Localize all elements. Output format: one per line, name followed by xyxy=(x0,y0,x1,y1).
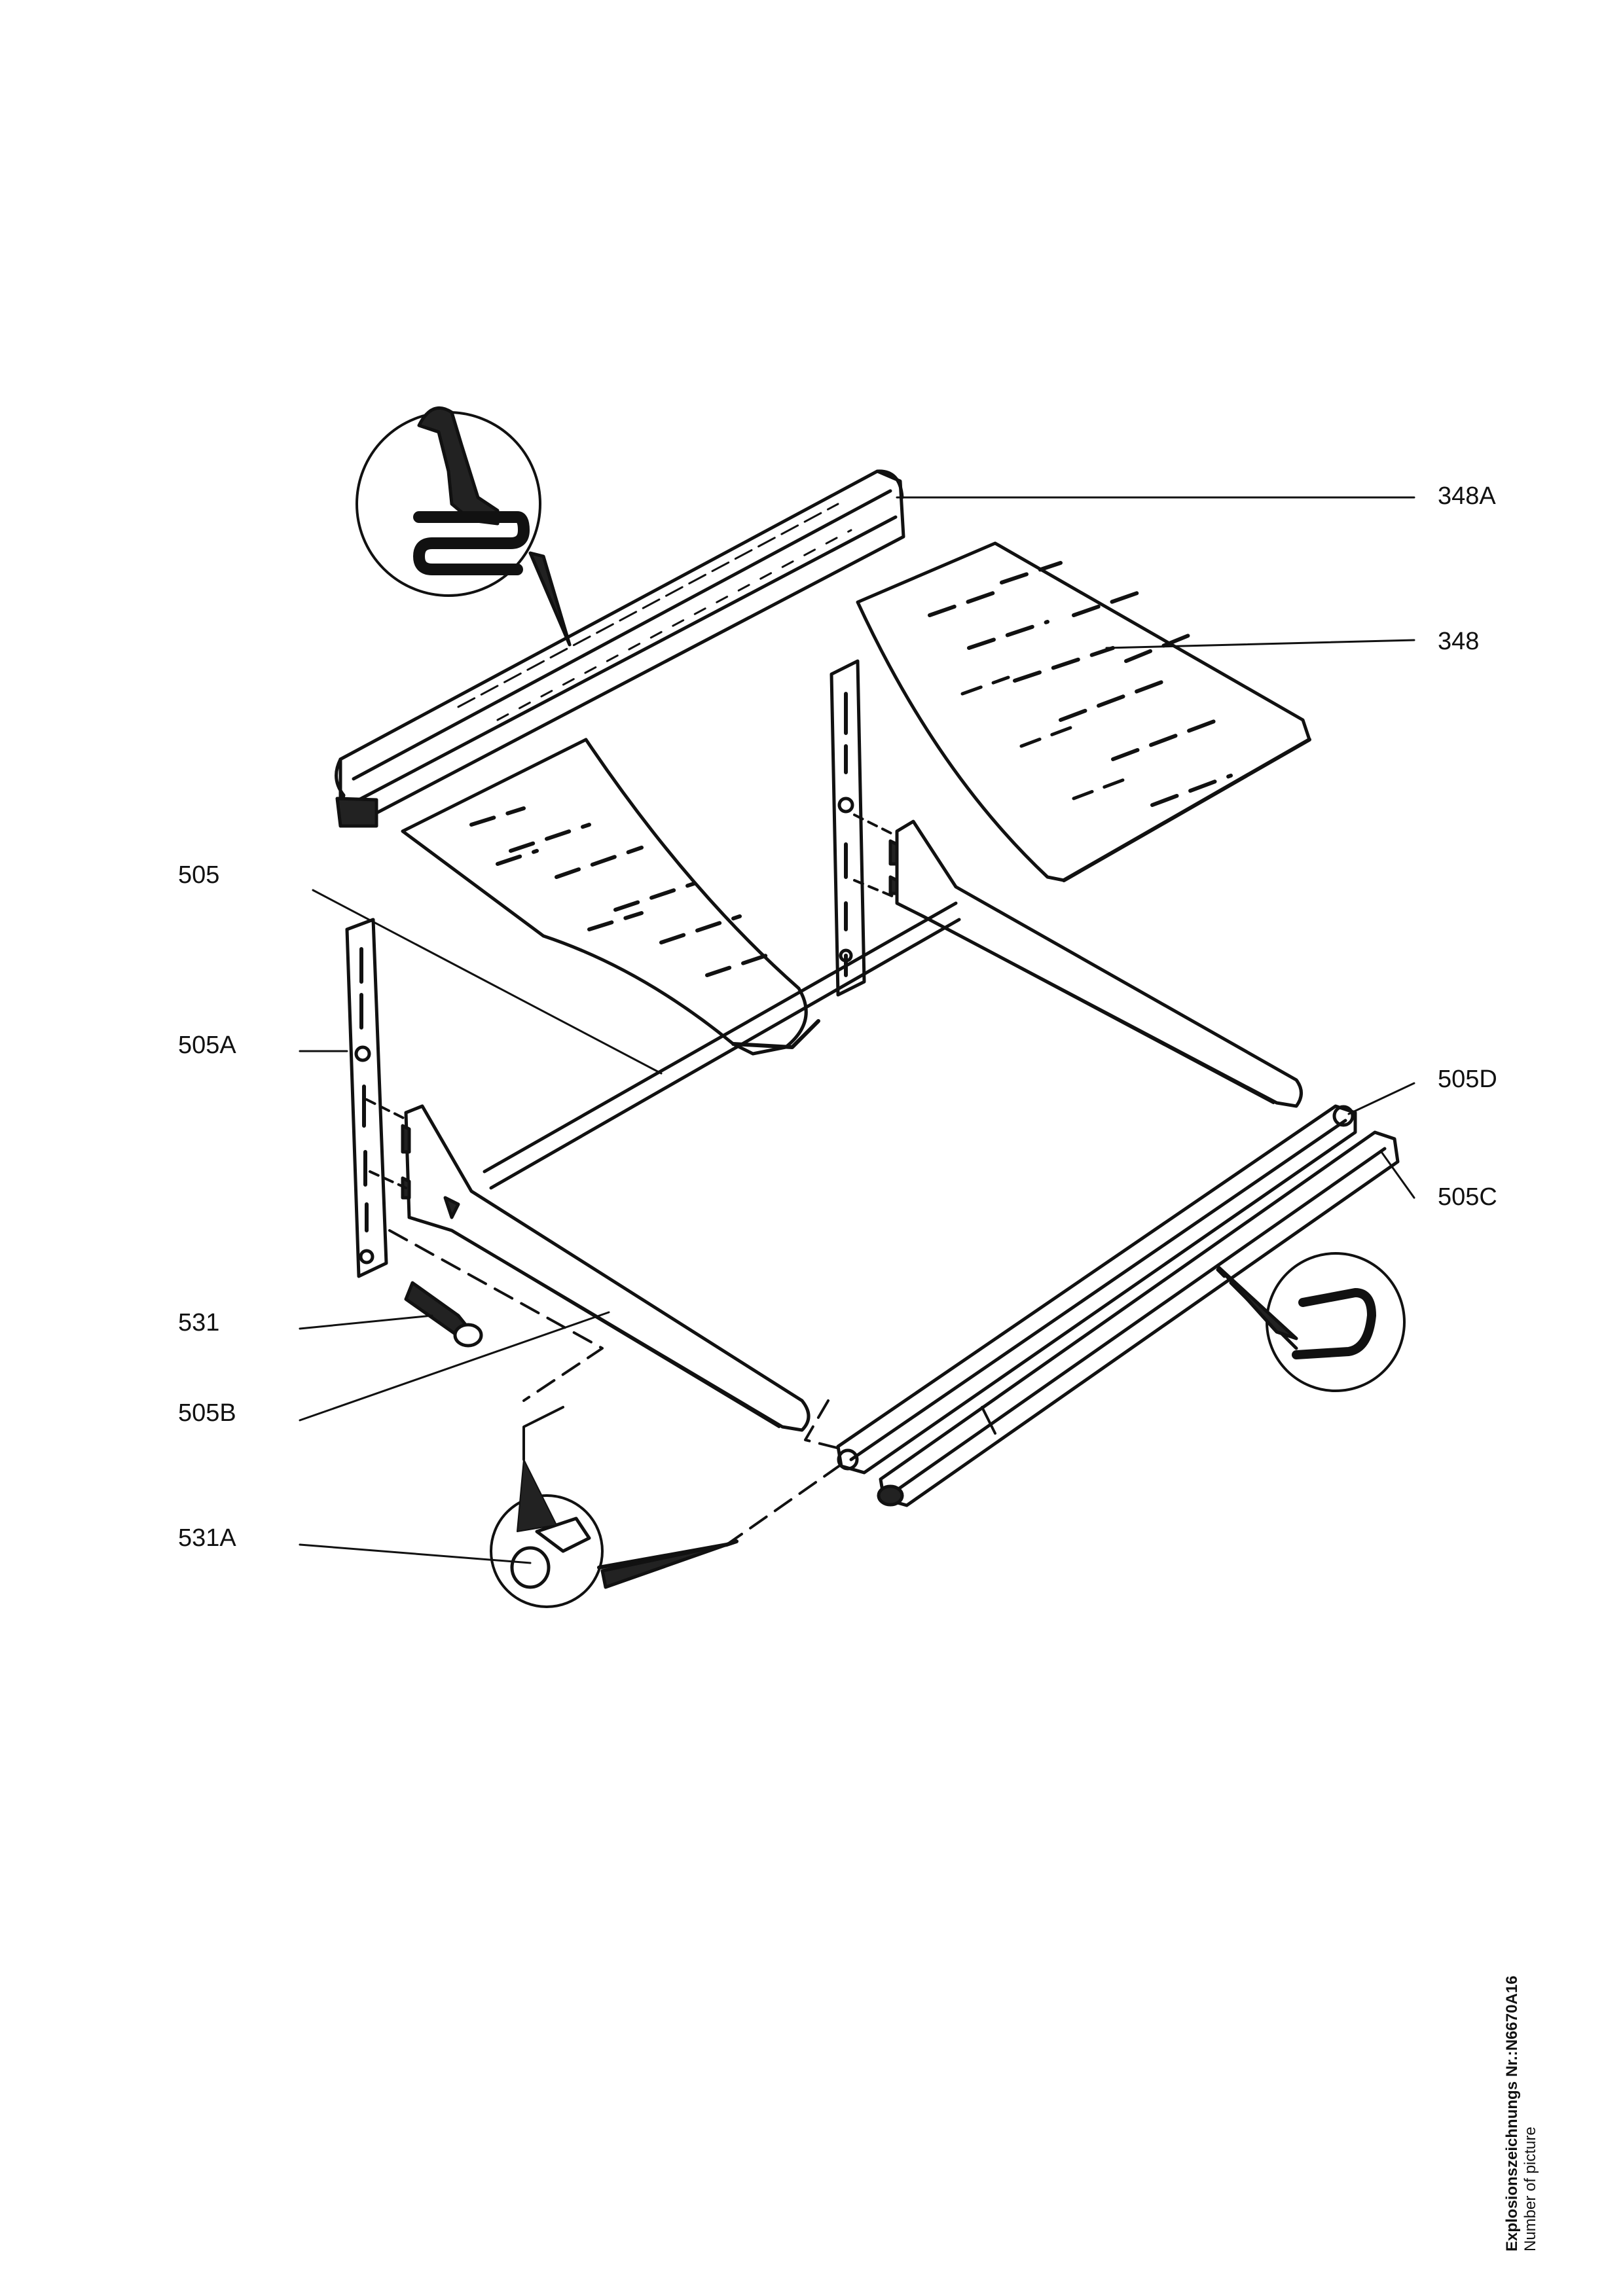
shelf-panel-348 xyxy=(856,541,1311,882)
pin-531a-detail xyxy=(490,1406,739,1608)
profile-rail-348a xyxy=(335,469,905,828)
part-label-505b: 505B xyxy=(178,1399,236,1427)
leader-505c xyxy=(1380,1151,1415,1199)
part-label-348: 348 xyxy=(1438,628,1480,655)
part-label-531a: 531A xyxy=(178,1524,236,1552)
rail-profile-detail xyxy=(356,406,572,647)
part-label-505: 505 xyxy=(178,861,220,889)
part-label-505c: 505C xyxy=(1438,1183,1497,1211)
connecting-rod-505 xyxy=(483,901,961,1190)
part-label-505d: 505D xyxy=(1438,1066,1497,1093)
bracket-505b xyxy=(365,1098,811,1432)
part-label-505a: 505A xyxy=(178,1031,236,1059)
screw-531 xyxy=(404,1281,483,1348)
drawing-number-footer: Explosionszeichnungs Nr.:N6670A16 Number… xyxy=(1503,1976,1540,2251)
upright-505a xyxy=(345,918,388,1278)
front-rail-505c xyxy=(877,1130,1400,1507)
assembly-dashed-lines xyxy=(388,1229,859,1546)
leader-505b xyxy=(299,1311,610,1422)
leader-lines xyxy=(299,496,1415,1564)
leader-348 xyxy=(1105,639,1415,649)
leader-505 xyxy=(312,889,663,1075)
front-rail-505d xyxy=(836,1104,1357,1475)
shelf-panel-left xyxy=(401,738,820,1056)
bracket-right xyxy=(853,814,1303,1108)
part-label-531: 531 xyxy=(178,1309,220,1336)
rail-cross-section-detail xyxy=(1216,1252,1406,1392)
part-label-348a: 348A xyxy=(1438,482,1496,510)
upright-right xyxy=(830,659,866,997)
leader-505d xyxy=(1347,1082,1415,1115)
leader-531a xyxy=(299,1543,532,1564)
drawing-number: Explosionszeichnungs Nr.:N6670A16 xyxy=(1503,1975,1521,2251)
leader-531 xyxy=(299,1314,433,1330)
picture-caption: Number of picture xyxy=(1522,2126,1539,2251)
